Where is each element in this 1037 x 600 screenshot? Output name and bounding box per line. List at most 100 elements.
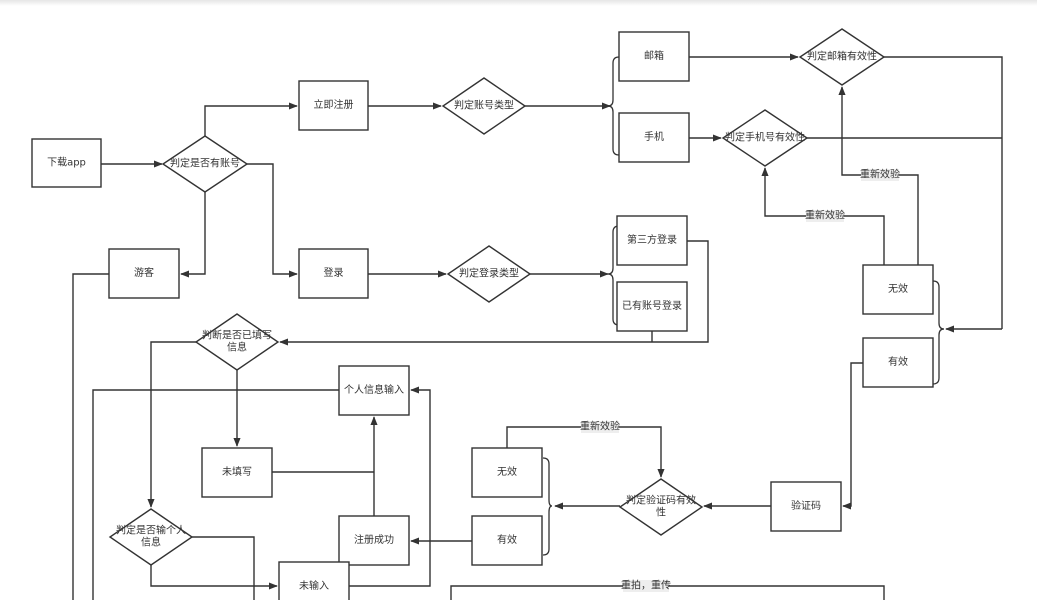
edge-label-retry-code: 重新效验 (580, 420, 620, 433)
edge-info-entered-right[interactable] (192, 536, 255, 600)
node-email-shape (618, 31, 690, 82)
edge-label-retry-email-text: 重新效验 (860, 168, 900, 181)
edge-has-account-to-guest[interactable] (180, 192, 206, 278)
edge-has-account-to-login[interactable] (247, 163, 298, 278)
edge-info-filled-to-info-entered[interactable] (147, 341, 196, 508)
edge-label-retry-code-text: 重新效验 (580, 420, 620, 433)
node-account-type-label: 判定账号类型 (454, 99, 514, 112)
node-download-app-shape (31, 138, 102, 188)
node-login-label: 登录 (324, 266, 344, 279)
node-account-type-shape (441, 77, 527, 135)
edge-label-retry-phone: 重新效验 (805, 209, 845, 222)
node-valid-mid[interactable]: 有效 (471, 515, 543, 566)
edge-has-account-to-register[interactable] (204, 102, 298, 136)
node-login-type[interactable]: 判定登录类型 (446, 245, 532, 303)
edge-label-reshoot: 重拍，重传 (621, 579, 671, 592)
edge-not-entered-to-personal-info[interactable] (349, 386, 431, 587)
node-info-filled-label: 信息 (227, 341, 247, 354)
node-info-entered-label: 判定是否输个人 (116, 524, 186, 537)
edge-label-retry-code-bg (581, 421, 619, 433)
node-login-type-shape (446, 245, 532, 303)
node-has-account-shape (161, 135, 249, 193)
brace-code-result (542, 457, 553, 556)
node-download-app[interactable]: 下载app (31, 138, 102, 188)
node-phone[interactable]: 手机 (618, 112, 690, 163)
node-guest[interactable]: 游客 (108, 248, 180, 299)
node-phone-valid-shape (721, 109, 809, 167)
node-valid-top[interactable]: 有效 (862, 337, 934, 388)
node-personal-info-input[interactable]: 个人信息输入 (338, 365, 410, 416)
brace-validity-result (932, 280, 945, 385)
node-guest-shape (108, 248, 180, 299)
edge-info-entered-to-not-entered[interactable] (150, 565, 278, 590)
node-account-type[interactable]: 判定账号类型 (441, 77, 527, 135)
node-invalid-top[interactable]: 无效 (862, 264, 934, 315)
top-toolbar-shadow (0, 0, 1037, 6)
node-valid-mid-shape (471, 515, 543, 566)
edge-third-party-to-info-filled[interactable] (279, 240, 709, 346)
node-invalid-mid-shape (471, 447, 543, 498)
node-has-account[interactable]: 判定是否有账号 (161, 135, 249, 193)
node-login-type-label: 判定登录类型 (459, 267, 519, 280)
node-email[interactable]: 邮箱 (618, 31, 690, 82)
node-code-valid-shape (618, 478, 704, 536)
node-not-filled-label: 未填写 (222, 465, 252, 478)
node-register-now-label: 立即注册 (314, 98, 354, 111)
edge-label-reshoot-text: 重拍，重传 (621, 579, 671, 592)
node-info-filled-shape (194, 313, 280, 371)
node-phone-label: 手机 (644, 130, 664, 143)
node-email-valid-shape (798, 28, 886, 86)
node-download-app-label: 下载app (47, 157, 86, 169)
node-invalid-top-shape (862, 264, 934, 315)
edge-guest-left[interactable] (72, 273, 109, 600)
node-login-shape (298, 248, 369, 299)
node-email-valid[interactable]: 判定邮箱有效性 (798, 28, 886, 86)
node-verify-code[interactable]: 验证码 (770, 481, 842, 532)
edge-email-valid-right[interactable] (884, 56, 1003, 329)
node-existing-account-login-label: 已有账号登录 (622, 299, 682, 312)
node-valid-top-label: 有效 (888, 355, 908, 368)
edge-label-retry-phone-bg (806, 210, 844, 222)
edge-label-retry-email: 重新效验 (860, 168, 900, 181)
node-valid-top-shape (862, 337, 934, 388)
node-phone-valid[interactable]: 判定手机号有效性 (721, 109, 809, 167)
node-phone-valid-label: 判定手机号有效性 (725, 131, 805, 144)
brace-login-type (607, 225, 620, 326)
edge-valid-top-to-verify-code[interactable] (842, 362, 863, 510)
node-third-party-login[interactable]: 第三方登录 (616, 215, 688, 266)
node-guest-label: 游客 (134, 266, 154, 279)
node-not-filled[interactable]: 未填写 (201, 447, 273, 498)
edge-personal-info-left[interactable] (92, 389, 339, 600)
node-code-valid-label: 判定验证码有效 (626, 494, 696, 507)
node-invalid-top-label: 无效 (888, 282, 908, 295)
node-verify-code-label: 验证码 (791, 499, 821, 512)
node-info-filled-label: 判断是否已填写 (202, 329, 272, 342)
node-email-valid-label: 判定邮箱有效性 (807, 50, 877, 63)
node-login[interactable]: 登录 (298, 248, 369, 299)
node-personal-info-input-shape (338, 365, 410, 416)
node-existing-account-login-shape (616, 281, 688, 332)
node-register-success[interactable]: 注册成功 (338, 515, 410, 566)
node-has-account-label: 判定是否有账号 (170, 157, 240, 170)
node-register-now-shape (298, 80, 369, 131)
node-third-party-login-label: 第三方登录 (627, 233, 677, 246)
node-not-entered-label: 未输入 (299, 579, 329, 592)
node-valid-mid-label: 有效 (497, 533, 517, 546)
edge-label-reshoot-bg (623, 580, 669, 592)
node-info-entered-shape (108, 508, 194, 566)
node-phone-shape (618, 112, 690, 163)
edge-label-retry-phone-text: 重新效验 (805, 209, 845, 222)
node-info-entered-label: 信息 (141, 536, 161, 549)
node-invalid-mid[interactable]: 无效 (471, 447, 543, 498)
brace-account-type (607, 56, 620, 156)
node-personal-info-input-label: 个人信息输入 (344, 383, 404, 396)
node-not-entered[interactable]: 未输入 (278, 561, 350, 600)
node-existing-account-login[interactable]: 已有账号登录 (616, 281, 688, 332)
node-register-now[interactable]: 立即注册 (298, 80, 369, 131)
